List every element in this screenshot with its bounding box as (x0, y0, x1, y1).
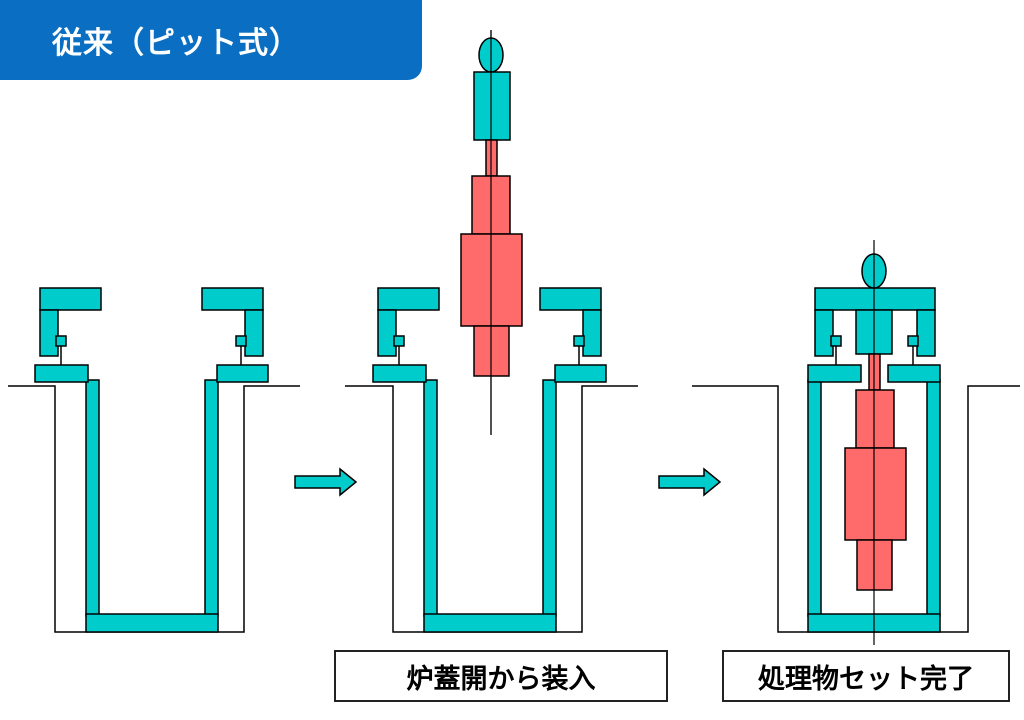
lid-block (473, 71, 511, 141)
arrow-1-icon (294, 467, 358, 497)
clamp-left-arm (377, 309, 397, 357)
furnace-bottom (85, 613, 219, 633)
caption-loading: 炉蓋開から装入 (334, 650, 668, 702)
clamp-left-pin (393, 335, 405, 347)
clamp-left-pin (830, 335, 842, 347)
clamp-left-arm (39, 309, 59, 357)
flange-right (554, 364, 607, 383)
furnace-bottom (423, 613, 557, 633)
clamp-right-top (201, 287, 264, 311)
clamp-left-top (39, 287, 102, 311)
clamp-right-pin (573, 335, 585, 347)
lid-arm-left (814, 309, 834, 357)
furnace-wall-left (423, 379, 438, 617)
clamp-right-arm (582, 309, 602, 357)
stage-2-loading (345, 30, 638, 633)
arrow-2-icon (658, 467, 722, 497)
furnace-wall-right (542, 379, 557, 617)
flange-right (887, 364, 941, 383)
lid-top (814, 287, 936, 311)
clamp-right-arm (244, 309, 264, 357)
flange-right (216, 364, 269, 383)
clamp-right-pin (235, 335, 247, 347)
clamp-left-pin (55, 335, 67, 347)
flange-left (34, 364, 89, 383)
furnace-wall-left (85, 379, 100, 617)
furnace-wall-right (204, 379, 219, 617)
caption-set-complete-text: 処理物セット完了 (758, 663, 974, 695)
stage-1-empty-pit (8, 287, 300, 633)
clamp-right-pin (907, 335, 919, 347)
title-badge: 従来（ピット式） (0, 0, 422, 80)
flange-left (372, 364, 427, 383)
caption-loading-text: 炉蓋開から装入 (406, 663, 596, 695)
lid-arm-right (916, 309, 936, 357)
clamp-right-top (539, 287, 602, 311)
furnace-wall-right (926, 379, 941, 617)
workpiece-middle (844, 447, 907, 541)
flange-left (807, 364, 862, 383)
pit-outline (8, 385, 300, 633)
caption-set-complete: 処理物セット完了 (722, 650, 1010, 702)
page-title: 従来（ピット式） (52, 26, 300, 61)
stage-3-set-complete (692, 240, 1020, 645)
workpiece-upper (855, 389, 895, 449)
furnace-wall-left (807, 379, 822, 617)
clamp-left-top (377, 287, 440, 311)
